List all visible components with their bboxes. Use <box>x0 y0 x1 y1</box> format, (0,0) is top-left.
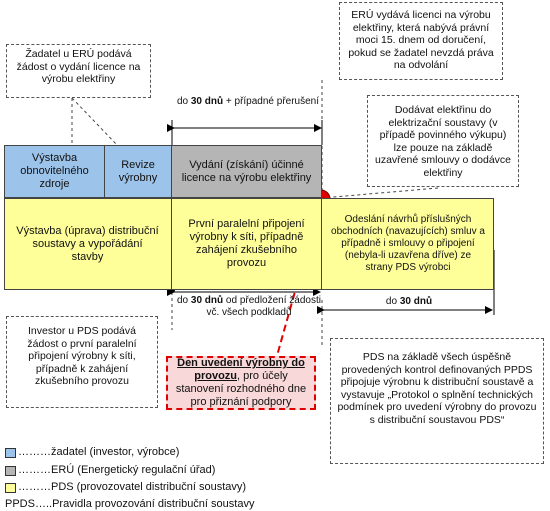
timing-bottom-days: 30 dnů <box>190 295 224 306</box>
note-zadatel-eru: Žadatel u ERÚ podává žádost o vydání lic… <box>6 44 151 98</box>
timing-top-days: 30 dnů <box>190 96 224 107</box>
note-eru-vydava-text: ERÚ vydává licenci na výrobu elektřiny, … <box>348 9 494 71</box>
box-vystavba-zdroje: Výstavba obnovitelného zdroje <box>4 145 105 198</box>
note-dodavat: Dodávat elektřinu do elektrizační sousta… <box>367 95 519 187</box>
box-prvni-pripojeni: První paralelní připojení výrobny k síti… <box>172 198 322 290</box>
legend-label-pds: ………PDS (provozovatel distribuční soustav… <box>18 481 247 493</box>
legend-swatch-eru <box>5 466 16 476</box>
timing-right-days: 30 dnů <box>399 296 433 307</box>
pds-band <box>4 198 494 290</box>
box-vystavba-ds: Výstavba (úprava) distribuční soustavy a… <box>4 198 172 290</box>
note-zadatel-eru-text: Žadatel u ERÚ podává žádost o vydání lic… <box>16 48 141 85</box>
timing-label-bottom: do 30 dnů od předložení žádosti vč. všec… <box>177 295 321 318</box>
note-pds-zaklad-text: PDS na základě všech úspěšně provedených… <box>337 351 537 426</box>
note-dodavat-text: Dodávat elektřinu do elektrizační sousta… <box>375 104 511 179</box>
red-box-den-uvedeni: Den uvedení výrobny do provozu, pro účel… <box>166 356 316 410</box>
note-investor: Investor u PDS podává žádost o první par… <box>6 316 158 408</box>
timing-label-right: do 30 dnů <box>385 296 433 307</box>
legend-label-ppds: PPDS…..Pravidla provozování distribuční … <box>5 498 255 510</box>
leader-dodavat <box>321 187 439 199</box>
box-odeslani: Odeslání návrhů příslušných obchodních (… <box>331 214 485 273</box>
legend-label-eru: ………ERÚ (Energetický regulační úřad) <box>18 464 216 476</box>
box-vydani-licence: Vydání (získání) účinné licence na výrob… <box>172 145 322 198</box>
red-box-title: Den uvedení výrobny do provozu <box>177 357 305 382</box>
box-revize: Revize výrobny <box>105 145 172 198</box>
note-investor-text: Investor u PDS podává žádost o první par… <box>27 325 137 387</box>
legend-swatch-zadatel <box>5 448 16 458</box>
timing-label-top: do 30 dnů + případné přerušení <box>176 96 320 107</box>
legend-swatch-pds <box>5 483 16 493</box>
note-pds-zaklad: PDS na základě všech úspěšně provedených… <box>330 338 544 464</box>
note-eru-vydava: ERÚ vydává licenci na výrobu elektřiny, … <box>339 2 503 80</box>
legend-label-zadatel: ………žadatel (investor, výrobce) <box>18 446 180 458</box>
red-box-text: , pro účely stanovení rozhodného dne pro… <box>175 370 307 408</box>
